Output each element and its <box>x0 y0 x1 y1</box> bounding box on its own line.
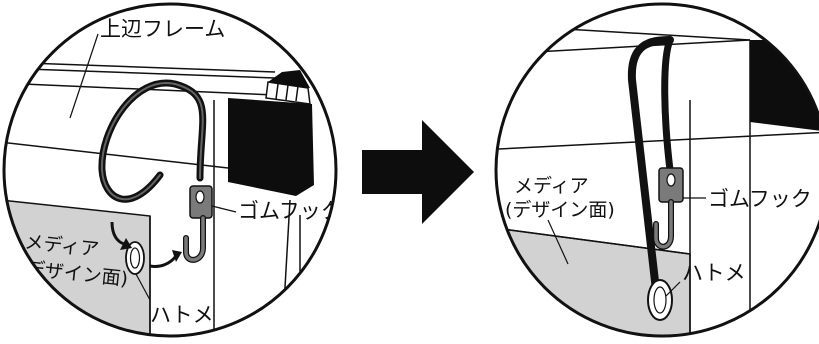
label-top-frame: 上辺フレーム <box>100 17 225 41</box>
grommet-right <box>647 279 673 321</box>
bungee-cord-left <box>98 79 207 203</box>
label-grommet-left: ハトメ <box>150 303 214 327</box>
step-arrow <box>362 120 474 224</box>
grommet-left <box>125 241 145 275</box>
frame-corner-block-left <box>228 98 314 196</box>
left-detail-circle: 上辺フレーム ゴムフック メディア (デザイン面) ハトメ <box>2 2 342 338</box>
rubber-hook-right <box>653 167 684 250</box>
label-media-right-2: (デザイン面) <box>505 199 615 221</box>
right-detail-circle: メディア (デザイン面) ゴムフック ハトメ <box>494 2 819 338</box>
bungee-cord-right-2 <box>661 36 674 174</box>
motion-arrows-left <box>110 221 178 268</box>
label-rubber-hook-left: ゴムフック <box>238 199 342 223</box>
frame-corner-block-right <box>750 40 819 132</box>
label-rubber-hook-right: ゴムフック <box>708 187 812 211</box>
label-grommet-right: ハトメ <box>682 261 746 285</box>
label-media-right-1: メディア <box>514 175 589 197</box>
bungee-cord-right <box>627 36 674 294</box>
rubber-hook-left <box>183 185 213 263</box>
